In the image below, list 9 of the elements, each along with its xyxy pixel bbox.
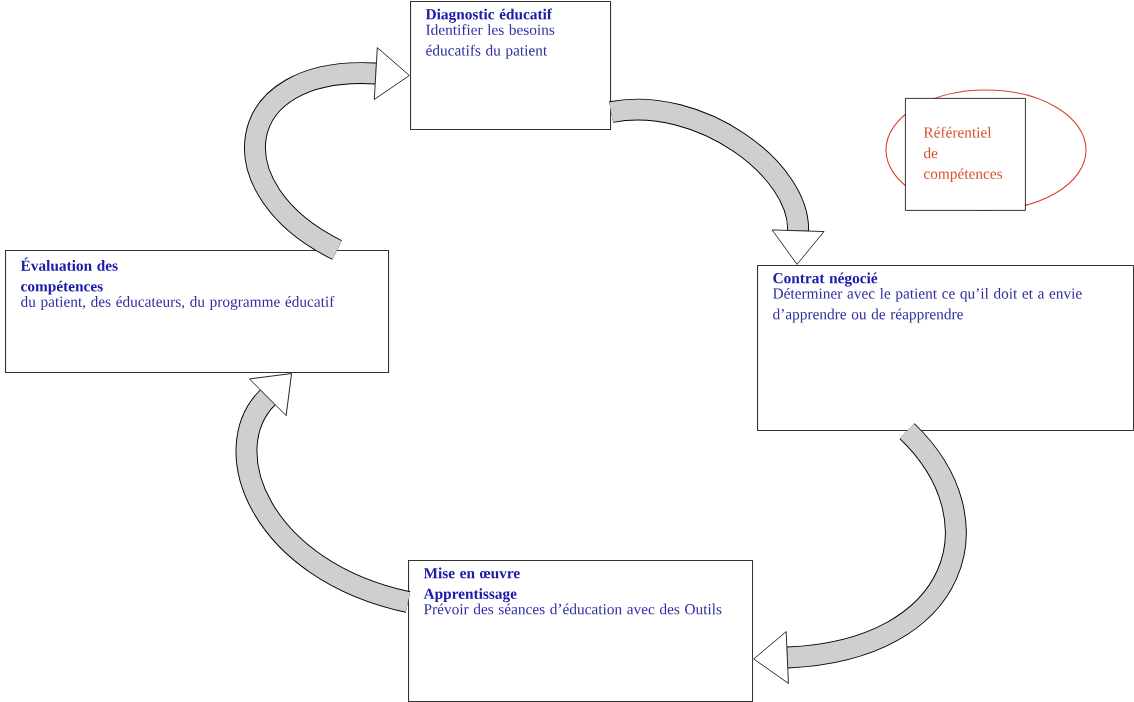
- curved-arrow: [244, 47, 410, 260]
- step-box: Contrat négocié Déterminer avec le patient ce qu’il doit et a envie d’apprendre ou de réapprendre: [757, 265, 1134, 432]
- curved-arrow: [609, 98, 825, 265]
- step-box: Évaluation des compétences du patient, des éducateurs, du programme éducatif: [5, 250, 390, 374]
- step-box: Mise en œuvre Apprentissage Prévoir des séances d’éducation avec des Outils: [408, 560, 754, 702]
- reference-box: Référentiel de compétences: [905, 98, 1026, 211]
- curved-arrow: [753, 423, 967, 684]
- step-box: Diagnostic éducatif Identifier les besoins éducatifs du patient: [410, 1, 612, 131]
- curved-arrow: [235, 373, 411, 613]
